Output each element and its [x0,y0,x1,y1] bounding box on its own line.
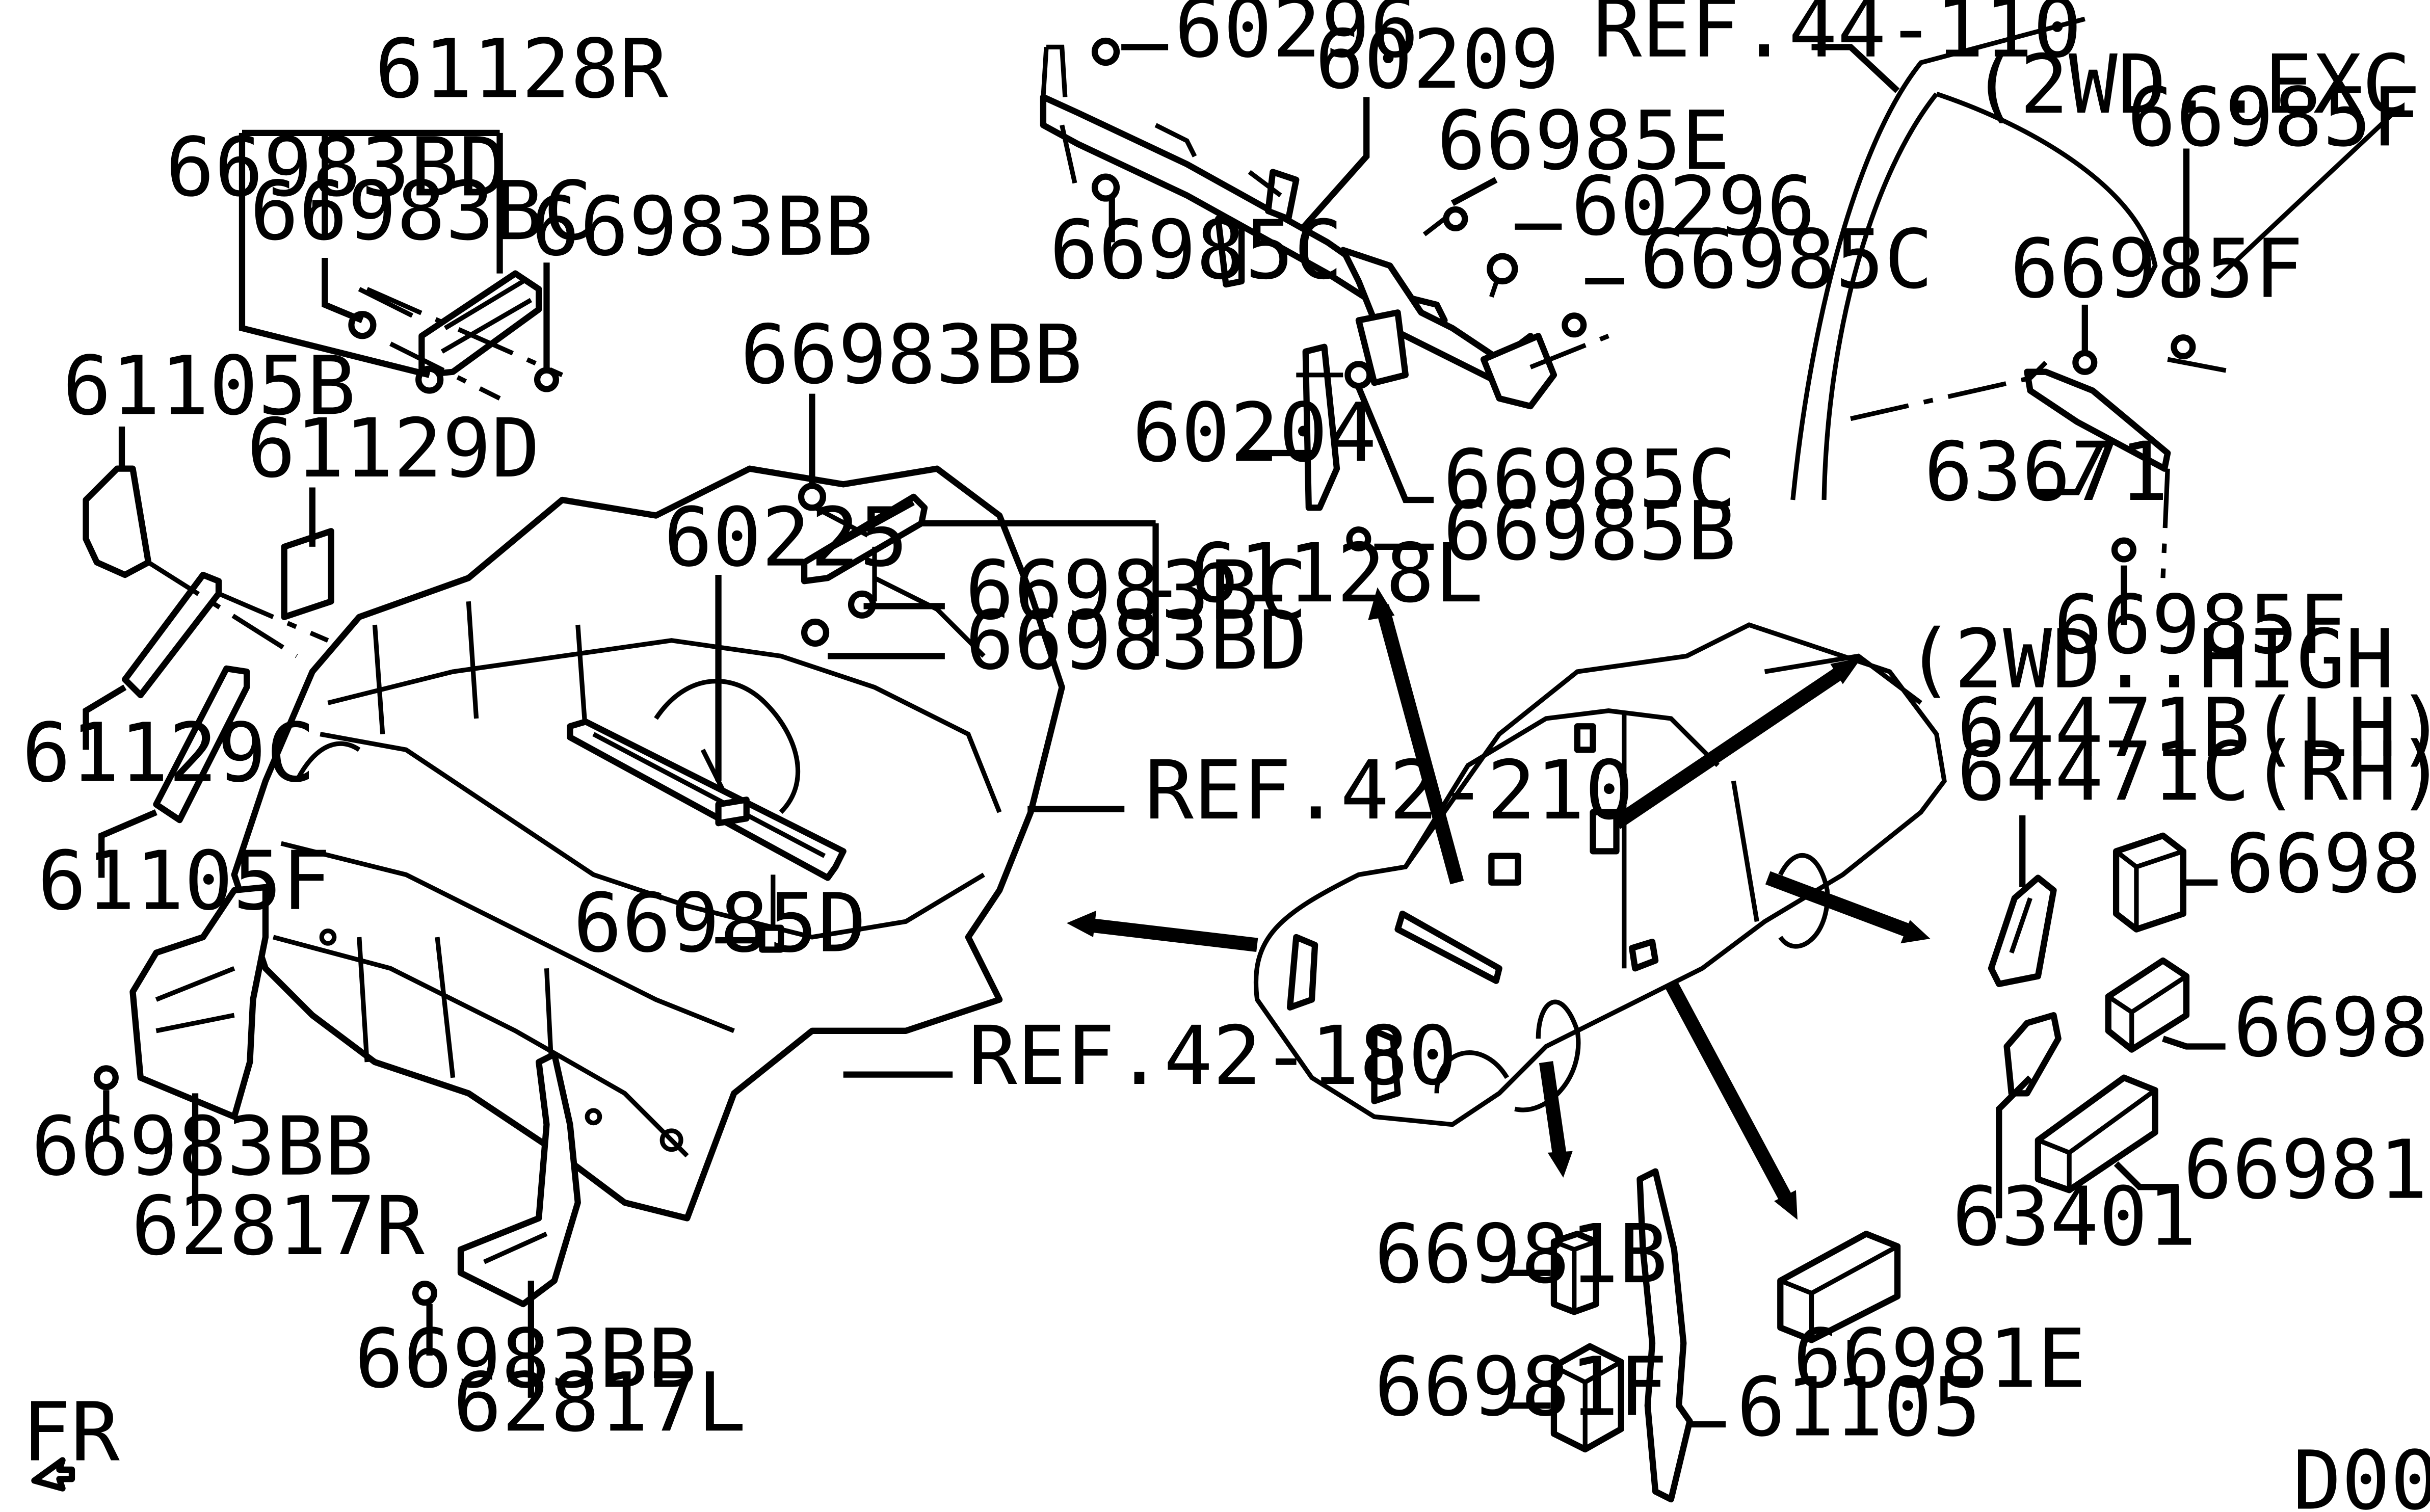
callout-61128R: 61128R [375,21,668,116]
callout-66983BC-mid: 66983BC [965,543,1307,638]
callout-66981B: 66981B [1375,1207,1668,1302]
diagram-code: D00633 [2292,1433,2430,1512]
callout-61105F: 61105F [38,834,331,929]
callout-64471C: 64471C(RH) [1957,724,2430,819]
fender-area [1790,16,2399,578]
bracket-61128L [798,483,928,647]
callout-66983BD-mid: 66983BD [965,593,1307,688]
callout-66985F-a: 66985F [2127,70,2421,165]
callout-66981E-right: 66981E [2183,1123,2430,1217]
callout-61105: 61105 [1736,1360,1981,1454]
callout-66985C-bottom: 66985C [1443,432,1736,527]
callout-61128L: 61128L [1190,526,1484,621]
callout-63401: 63401 [1952,1170,2197,1264]
callout-62817L: 62817L [453,1355,747,1450]
callout-60209: 60209 [1315,12,1560,107]
callout-66983BB-left: 66983BB [31,1099,373,1194]
callout-66985F-c: 66985F [2054,577,2347,672]
front-direction-indicator [31,1457,75,1492]
callout-61105B: 61105B [63,338,356,433]
callout-66985C-right: 66985C [1640,212,1933,307]
front-label: FR [22,1385,120,1479]
bolt-66985D [759,874,784,953]
crossmember-60225 [567,718,847,881]
front-arrow-icon [31,1457,75,1492]
callout-66983BB-bottom: 66983BB [355,1311,697,1406]
callout-66985B: 66985B [1443,484,1736,578]
foam-pads [1550,832,2190,1503]
callout-63671: 63671 [1924,425,2169,519]
callout-62817R: 62817R [131,1179,425,1274]
callout-66981E-bottom: 66981E [1793,1311,2086,1406]
callout-66981F: 66981F [1375,1340,1668,1435]
callout-66981C-b: 66981C [2233,980,2430,1075]
callout-66985C-left: 66985C [1049,203,1343,298]
callout-66983BB-top: 66983BB [531,179,873,274]
steering-support-member [1040,37,1609,552]
note-2wd-high-rider-4wd: (2WD..HIGH RIDER,4WD) [1905,612,2430,707]
callout-64471B: 64471B(LH) [1957,681,2430,776]
part-labels: 61128R 66983BD 66983BC 66983BB 61105B 61… [22,0,2430,1512]
splash-shields [93,884,581,1308]
callout-66983BC-top: 66983BC [250,164,592,258]
callout-66981C-a: 66981C [2226,816,2430,911]
callout-60204: 60204 [1132,385,1377,480]
vehicle-overview [1253,622,1947,1127]
note-2wd-exc-high-rider: (2WD..EXC HIGH RIDER) [1971,37,2430,132]
insulators-left [83,465,334,824]
bracket-61128R [348,270,563,401]
callout-66985D: 66985D [573,876,867,971]
callout-66985E: 66985E [1437,93,1730,188]
callout-61129D: 61129D [247,401,540,496]
leader-lines [83,44,2226,1428]
callout-61129C: 61129C [22,706,315,801]
callout-60296-top: 60296 [1174,0,1419,76]
reference-44-110: REF.44-110 [1593,0,2082,76]
callout-60296-right: 60296 [1571,159,1816,254]
reference-42-180: REF.42-180 [968,1009,1457,1103]
callout-66983BB-mid: 66983BB [740,307,1082,402]
leader-arrows [1066,587,1931,1220]
reference-42-210: REF.42-210 [1145,743,1633,838]
callout-66985F-b: 66985F [2010,222,2304,316]
callout-60225: 60225 [664,490,908,585]
callout-66983BD-top: 66983BD [166,120,508,215]
